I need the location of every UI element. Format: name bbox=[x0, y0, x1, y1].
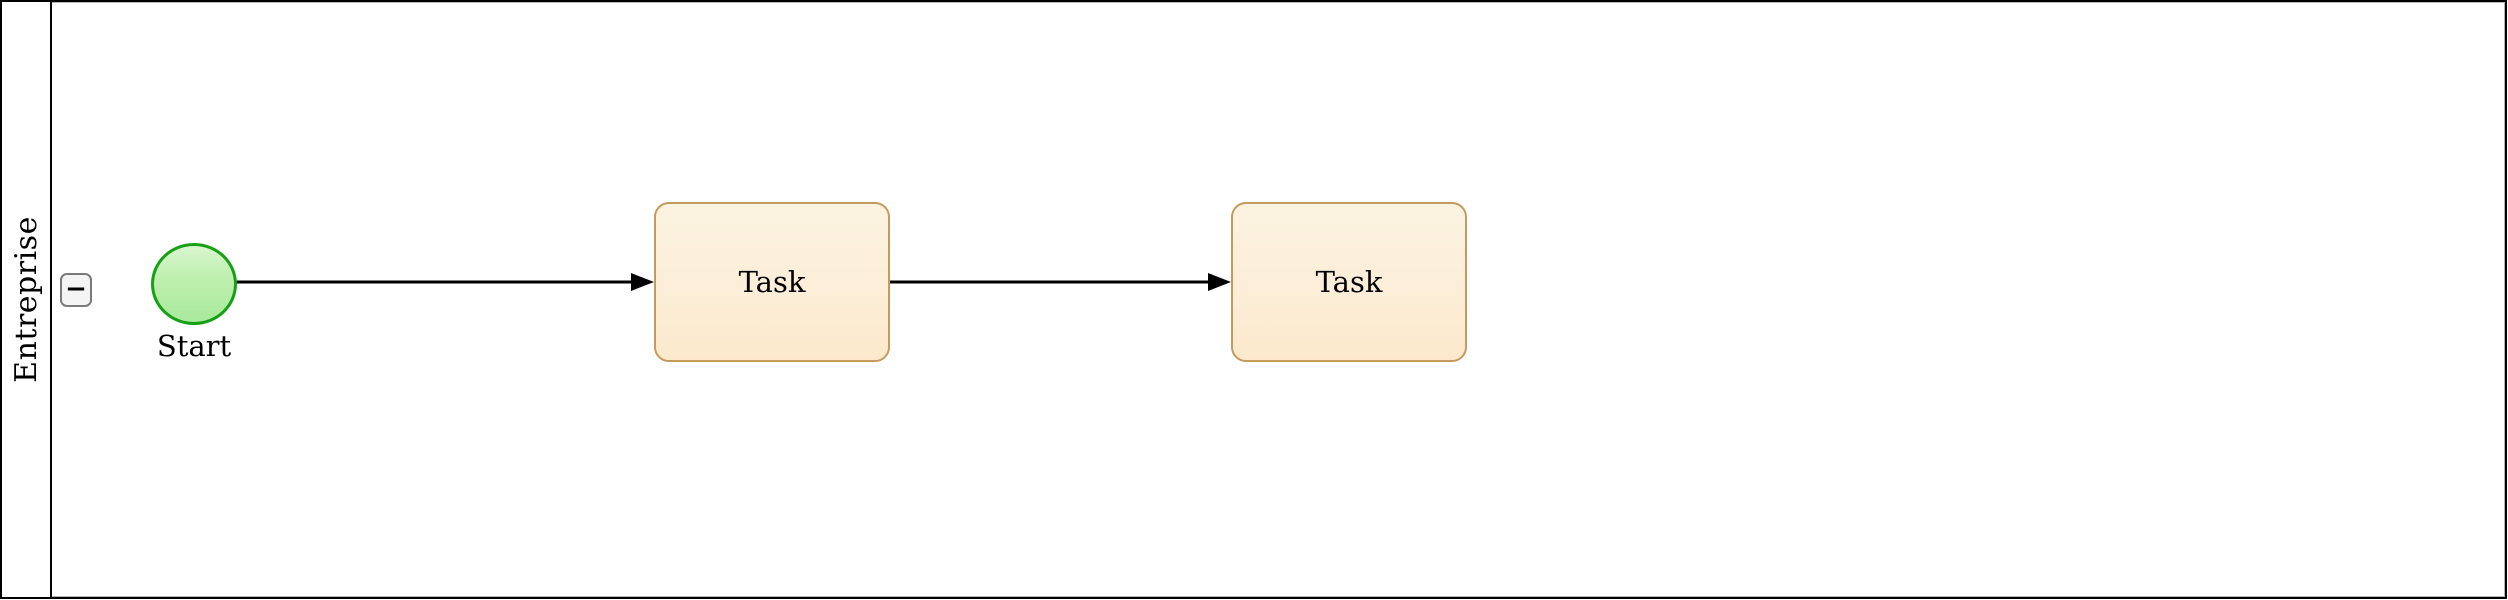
minus-icon: − bbox=[65, 273, 87, 304]
pool-label: Entreprise bbox=[8, 216, 44, 383]
pool-collapse-button[interactable]: − bbox=[60, 273, 92, 307]
start-event-label: Start bbox=[156, 329, 232, 363]
start-event-circle[interactable] bbox=[151, 243, 237, 325]
task-node-2[interactable]: Task bbox=[1231, 202, 1467, 362]
pool-label-band[interactable]: Entreprise bbox=[2, 2, 52, 597]
task-1-label: Task bbox=[738, 265, 806, 299]
task-2-label: Task bbox=[1315, 265, 1383, 299]
task-node-1[interactable]: Task bbox=[654, 202, 890, 362]
